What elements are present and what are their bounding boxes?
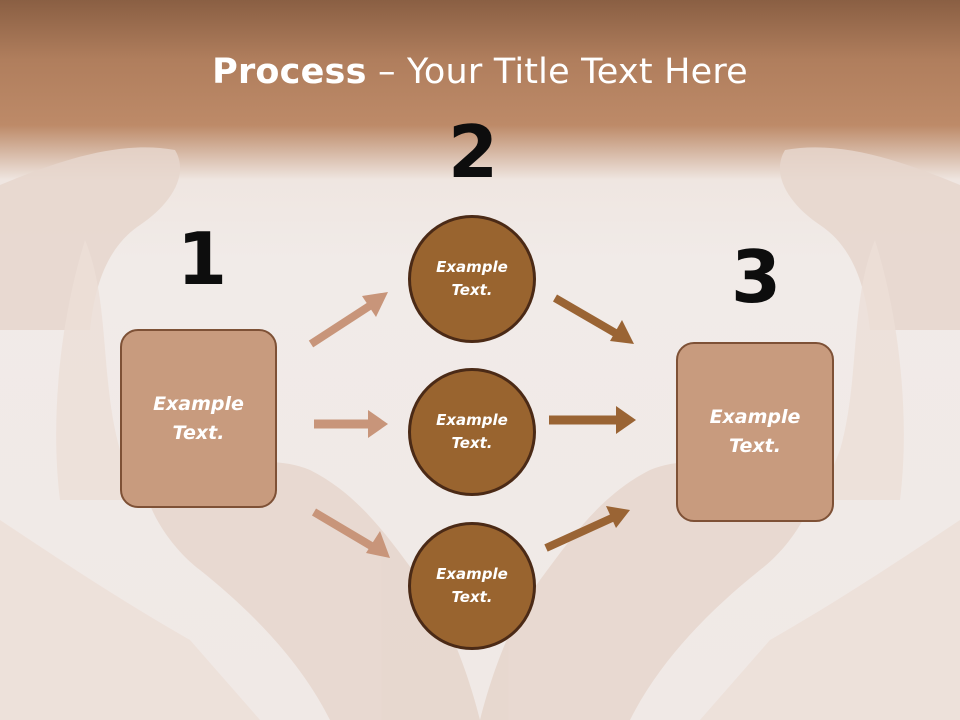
step-number-2: 2 [448,110,499,194]
step-3-text-line1: Example [709,406,801,428]
step-number-3: 3 [731,235,782,319]
step-3-box: Example Text. [676,342,834,522]
step-1-box: Example Text. [120,329,277,508]
circle-top-line2: Text. [451,281,493,299]
circle-middle: Example Text. [408,368,536,496]
circle-top: Example Text. [408,215,536,343]
title-bold: Process [212,52,367,92]
circle-middle-line2: Text. [451,434,493,452]
step-3-text-line2: Text. [729,435,781,457]
title-rest: – Your Title Text Here [366,52,748,92]
step-1-text-line2: Text. [172,421,225,444]
slide-title: Process – Your Title Text Here [0,52,960,92]
circle-bottom-line1: Example [436,565,508,583]
step-number-1: 1 [177,217,228,301]
circle-top-line1: Example [436,258,508,276]
step-1-text-line1: Example [153,392,244,415]
circle-middle-line1: Example [436,411,508,429]
circle-bottom: Example Text. [408,522,536,650]
circle-bottom-line2: Text. [451,588,493,606]
